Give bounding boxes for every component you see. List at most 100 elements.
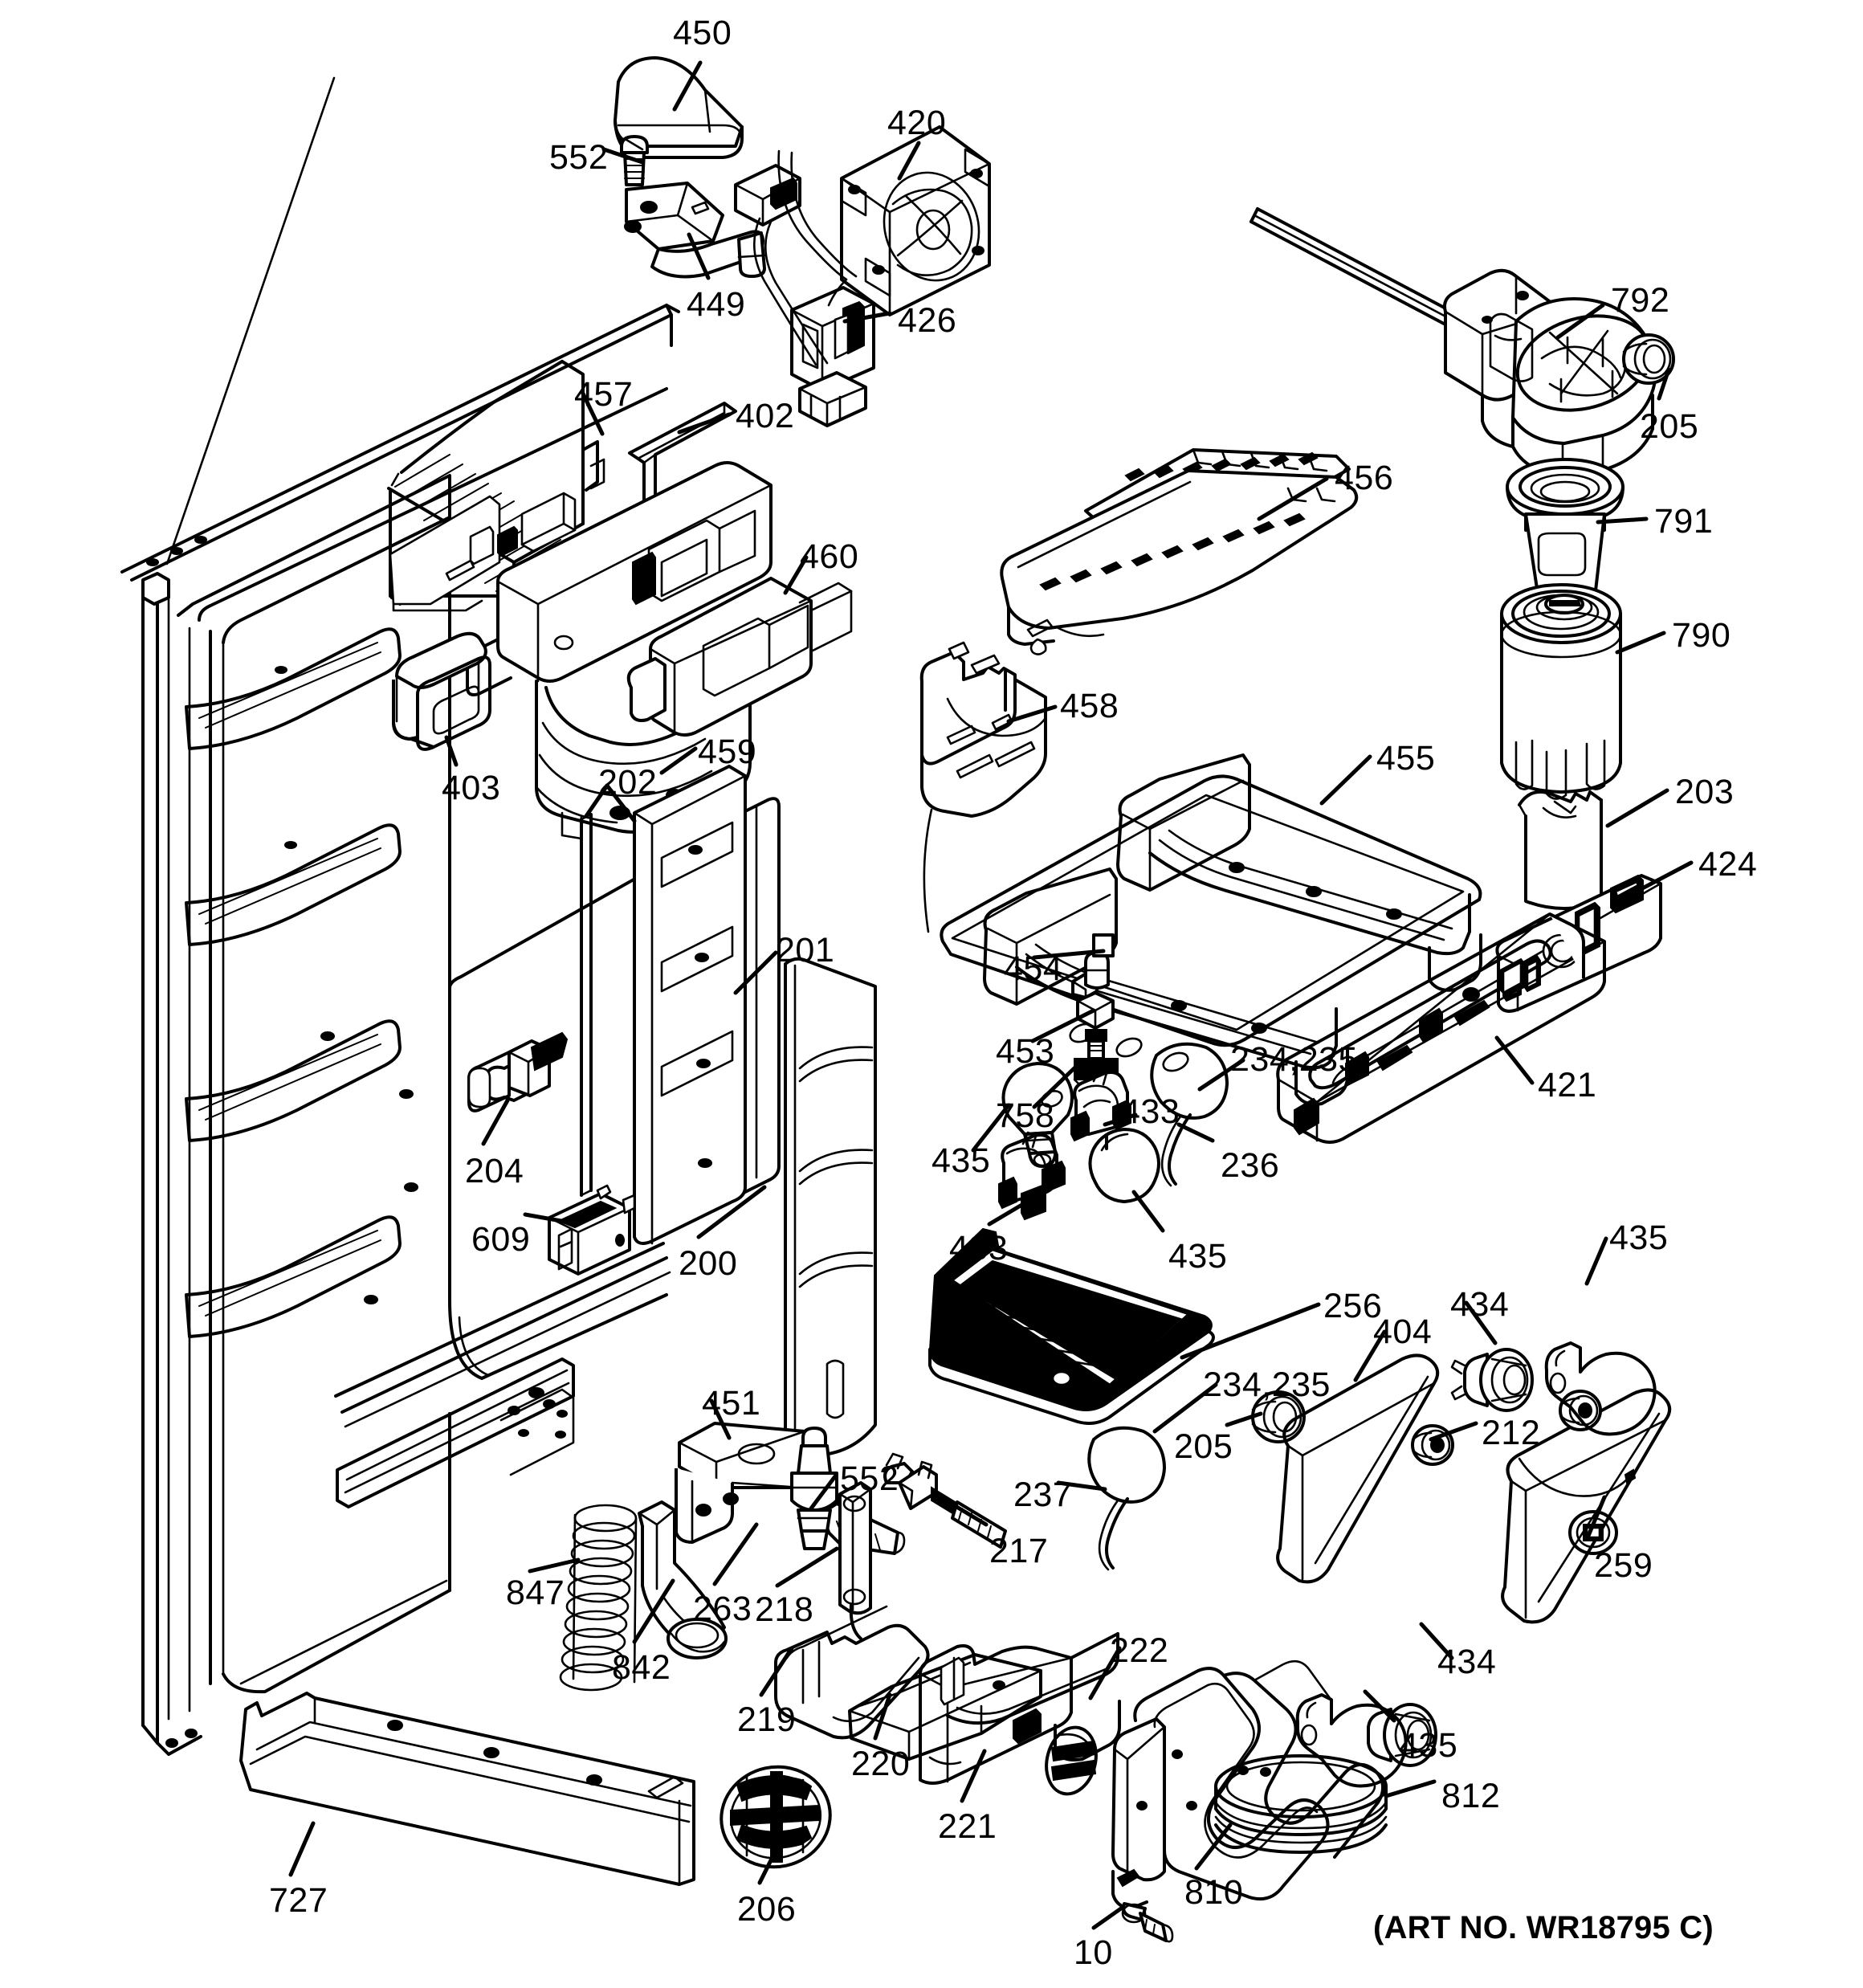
callout-filter-cover: 203 <box>1675 773 1735 811</box>
fan-motor-mount-426 <box>734 149 875 427</box>
callout-condenser-fan: 420 <box>887 104 947 142</box>
callout-light-bulb: 435 <box>932 1141 991 1180</box>
callout-duct-adapter: 460 <box>800 537 859 576</box>
callout-dispenser-control-housing: 421 <box>1538 1066 1597 1104</box>
light-bulb-435-c <box>1544 1341 1657 1436</box>
shelf-panel-456 <box>1000 448 1359 655</box>
callout-shelf-support-bracket: 201 <box>776 931 835 970</box>
toe-kick-panel-727 <box>239 1692 695 1886</box>
callout-bushing: 212 <box>1482 1414 1541 1452</box>
dispenser-control-housing-421 <box>1276 912 1606 1144</box>
callout-hinge-cover: 450 <box>673 14 732 52</box>
callout-control-board: 424 <box>1698 845 1758 884</box>
light-bulb-435-d <box>1295 1693 1408 1788</box>
callout-trim-rail: 402 <box>736 397 795 435</box>
callout-toe-kick-panel: 727 <box>269 1881 328 1920</box>
callout-chute-base: 220 <box>851 1745 911 1783</box>
art-number-label: (ART NO. WR18795 C) <box>1373 1910 1714 1945</box>
callout-lamp-socket: 433 <box>1121 1092 1180 1131</box>
light-shield-404 <box>1276 1353 1440 1584</box>
filter-cover-203 <box>1518 790 1603 910</box>
callout-fan-motor-mount: 426 <box>898 301 957 340</box>
callout-screw: 10 <box>1074 1933 1113 1972</box>
cabinet-liner-457 <box>387 360 605 612</box>
water-fittings <box>1071 933 1119 1089</box>
water-filter-cartridge-790 <box>1500 583 1622 800</box>
tube-clip-222 <box>1045 1725 1098 1796</box>
callout-water-filter-cartridge: 790 <box>1672 616 1731 655</box>
grommet-205-top <box>1622 333 1675 385</box>
bushing-212-b <box>1559 1390 1602 1431</box>
lower-hinge-bracket-451 <box>675 1422 819 1544</box>
callout-light-shield: 259 <box>1594 1546 1653 1585</box>
condenser-fan-420 <box>840 125 991 316</box>
check-valve-263 <box>790 1427 838 1550</box>
top-hinge-449 <box>624 182 766 279</box>
drip-tray-256 <box>928 1227 1215 1425</box>
air-vent-grille-206 <box>720 1765 832 1869</box>
drain-grommet-403 <box>392 631 491 751</box>
cabinet-body <box>120 76 680 1756</box>
lamp-socket-433-upper <box>1070 1068 1131 1142</box>
callout-drip-tray: 256 <box>1323 1287 1383 1325</box>
compression-spring-847 <box>559 1504 638 1692</box>
callout-lamp-socket-assembly: 434 <box>1450 1285 1510 1324</box>
callout-door-switch: 204 <box>465 1152 524 1190</box>
callout-crisper-cover-frame: 455 <box>1376 739 1436 778</box>
callout-light-bulb: 435 <box>1609 1219 1669 1257</box>
callout-air-duct-housing: 459 <box>698 733 757 771</box>
callout-water-line-fitting: 454 <box>1004 949 1063 988</box>
callout-light-bulb: 435 <box>1399 1726 1458 1765</box>
callout-shelf-ladder-rail: 202 <box>598 763 658 802</box>
callout-water-tank: 810 <box>1184 1873 1244 1912</box>
callout-grommet: 205 <box>1640 407 1699 446</box>
callout-light-shield: 404 <box>1373 1312 1433 1351</box>
callout-shelf-panel: 456 <box>1335 459 1394 497</box>
callout-top-hinge: 449 <box>687 285 746 324</box>
callout-elbow-fitting: 453 <box>996 1032 1055 1071</box>
callout-chute-housing: 219 <box>737 1700 797 1739</box>
callout-wire-lead: 236 <box>1221 1146 1280 1185</box>
callout-filter-head: 791 <box>1654 502 1714 541</box>
callout-rocker-switch: 609 <box>471 1220 531 1259</box>
duct-adapter-460 <box>626 577 853 737</box>
coiled-water-tubing-812 <box>1214 1754 1388 1854</box>
cam-lever-842 <box>638 1500 728 1659</box>
callout-bulb-shield-clip: 234,235 <box>1230 1040 1358 1079</box>
callout-bulb-shield-clip: 234,235 <box>1203 1365 1331 1404</box>
callout-dispenser-actuator-rod: 217 <box>989 1532 1049 1570</box>
lamp-socket-assembly-434-a <box>1450 1348 1534 1412</box>
callout-compression-spring: 847 <box>506 1574 565 1612</box>
door-switch-204 <box>467 1031 569 1112</box>
light-bulb-435-b <box>1088 1128 1160 1203</box>
callout-lower-hinge-bracket: 451 <box>702 1384 761 1423</box>
callout-auger-motor-housing: 792 <box>1611 281 1670 320</box>
dispenser-cradle-221 <box>919 1632 1121 1785</box>
callout-lamp-socket: 433 <box>949 1229 1009 1268</box>
callout-lamp-socket-assembly: 434 <box>1437 1643 1497 1681</box>
callout-drain-grommet: 403 <box>442 769 501 807</box>
shelf-support-bracket-201 <box>633 765 781 1245</box>
callout-liner-panel: 200 <box>679 1244 738 1283</box>
callout-screw: 552 <box>840 1459 899 1498</box>
callout-air-vent-grille: 206 <box>737 1890 797 1929</box>
callout-link-rod: 218 <box>755 1590 814 1629</box>
callout-screw: 552 <box>549 138 609 177</box>
callout-damper-control: 458 <box>1060 687 1119 725</box>
callout-cabinet-liner: 457 <box>574 375 634 414</box>
callout-cam-lever: 842 <box>612 1648 671 1687</box>
wire-lead-237 <box>1087 1426 1166 1571</box>
callout-wire-lead: 237 <box>1013 1476 1073 1514</box>
callout-check-valve: 263 <box>693 1590 752 1628</box>
bulb-shield-236 <box>1150 1042 1229 1187</box>
callout-light-bulb: 435 <box>1168 1237 1228 1276</box>
callout-coupling-nut: 758 <box>996 1096 1055 1135</box>
callout-grommet: 205 <box>1174 1427 1233 1466</box>
light-bulb-435-a <box>1001 1062 1074 1168</box>
callout-tube-clip: 222 <box>1110 1631 1169 1670</box>
callout-coiled-water-tubing: 812 <box>1441 1777 1501 1815</box>
